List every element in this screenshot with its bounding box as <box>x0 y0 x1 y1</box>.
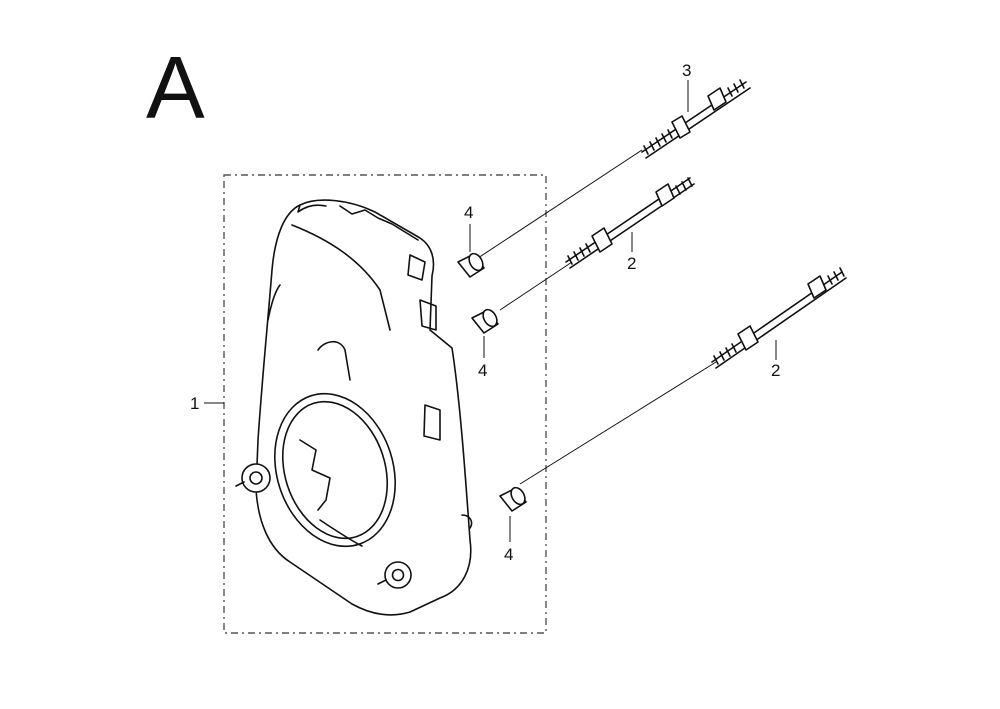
stud-bolt-part2-upper <box>565 177 695 269</box>
callout-part-2-upper: 2 <box>627 254 637 273</box>
leader-line-upper-bolt <box>477 149 643 259</box>
callout-part-2-lower: 2 <box>771 361 781 380</box>
assembly-boundary-box <box>223 174 547 634</box>
fan-cover-housing <box>235 199 473 616</box>
callout-part-4-top: 4 <box>464 203 474 222</box>
stud-bolt-part3 <box>641 79 751 159</box>
stud-bolt-part2-lower <box>711 267 847 369</box>
callout-part-4-bottom: 4 <box>504 545 514 564</box>
view-label: A <box>146 38 205 137</box>
collar-bottom <box>499 486 527 512</box>
collar-middle <box>471 308 499 334</box>
callout-part-4-middle: 4 <box>478 361 488 380</box>
callout-part-3: 3 <box>682 61 692 80</box>
collar-top <box>457 252 485 278</box>
leader-line-middle-bolt <box>499 261 573 311</box>
leader-line-lower-bolt <box>519 361 717 485</box>
callout-part-1: 1 <box>190 394 200 413</box>
